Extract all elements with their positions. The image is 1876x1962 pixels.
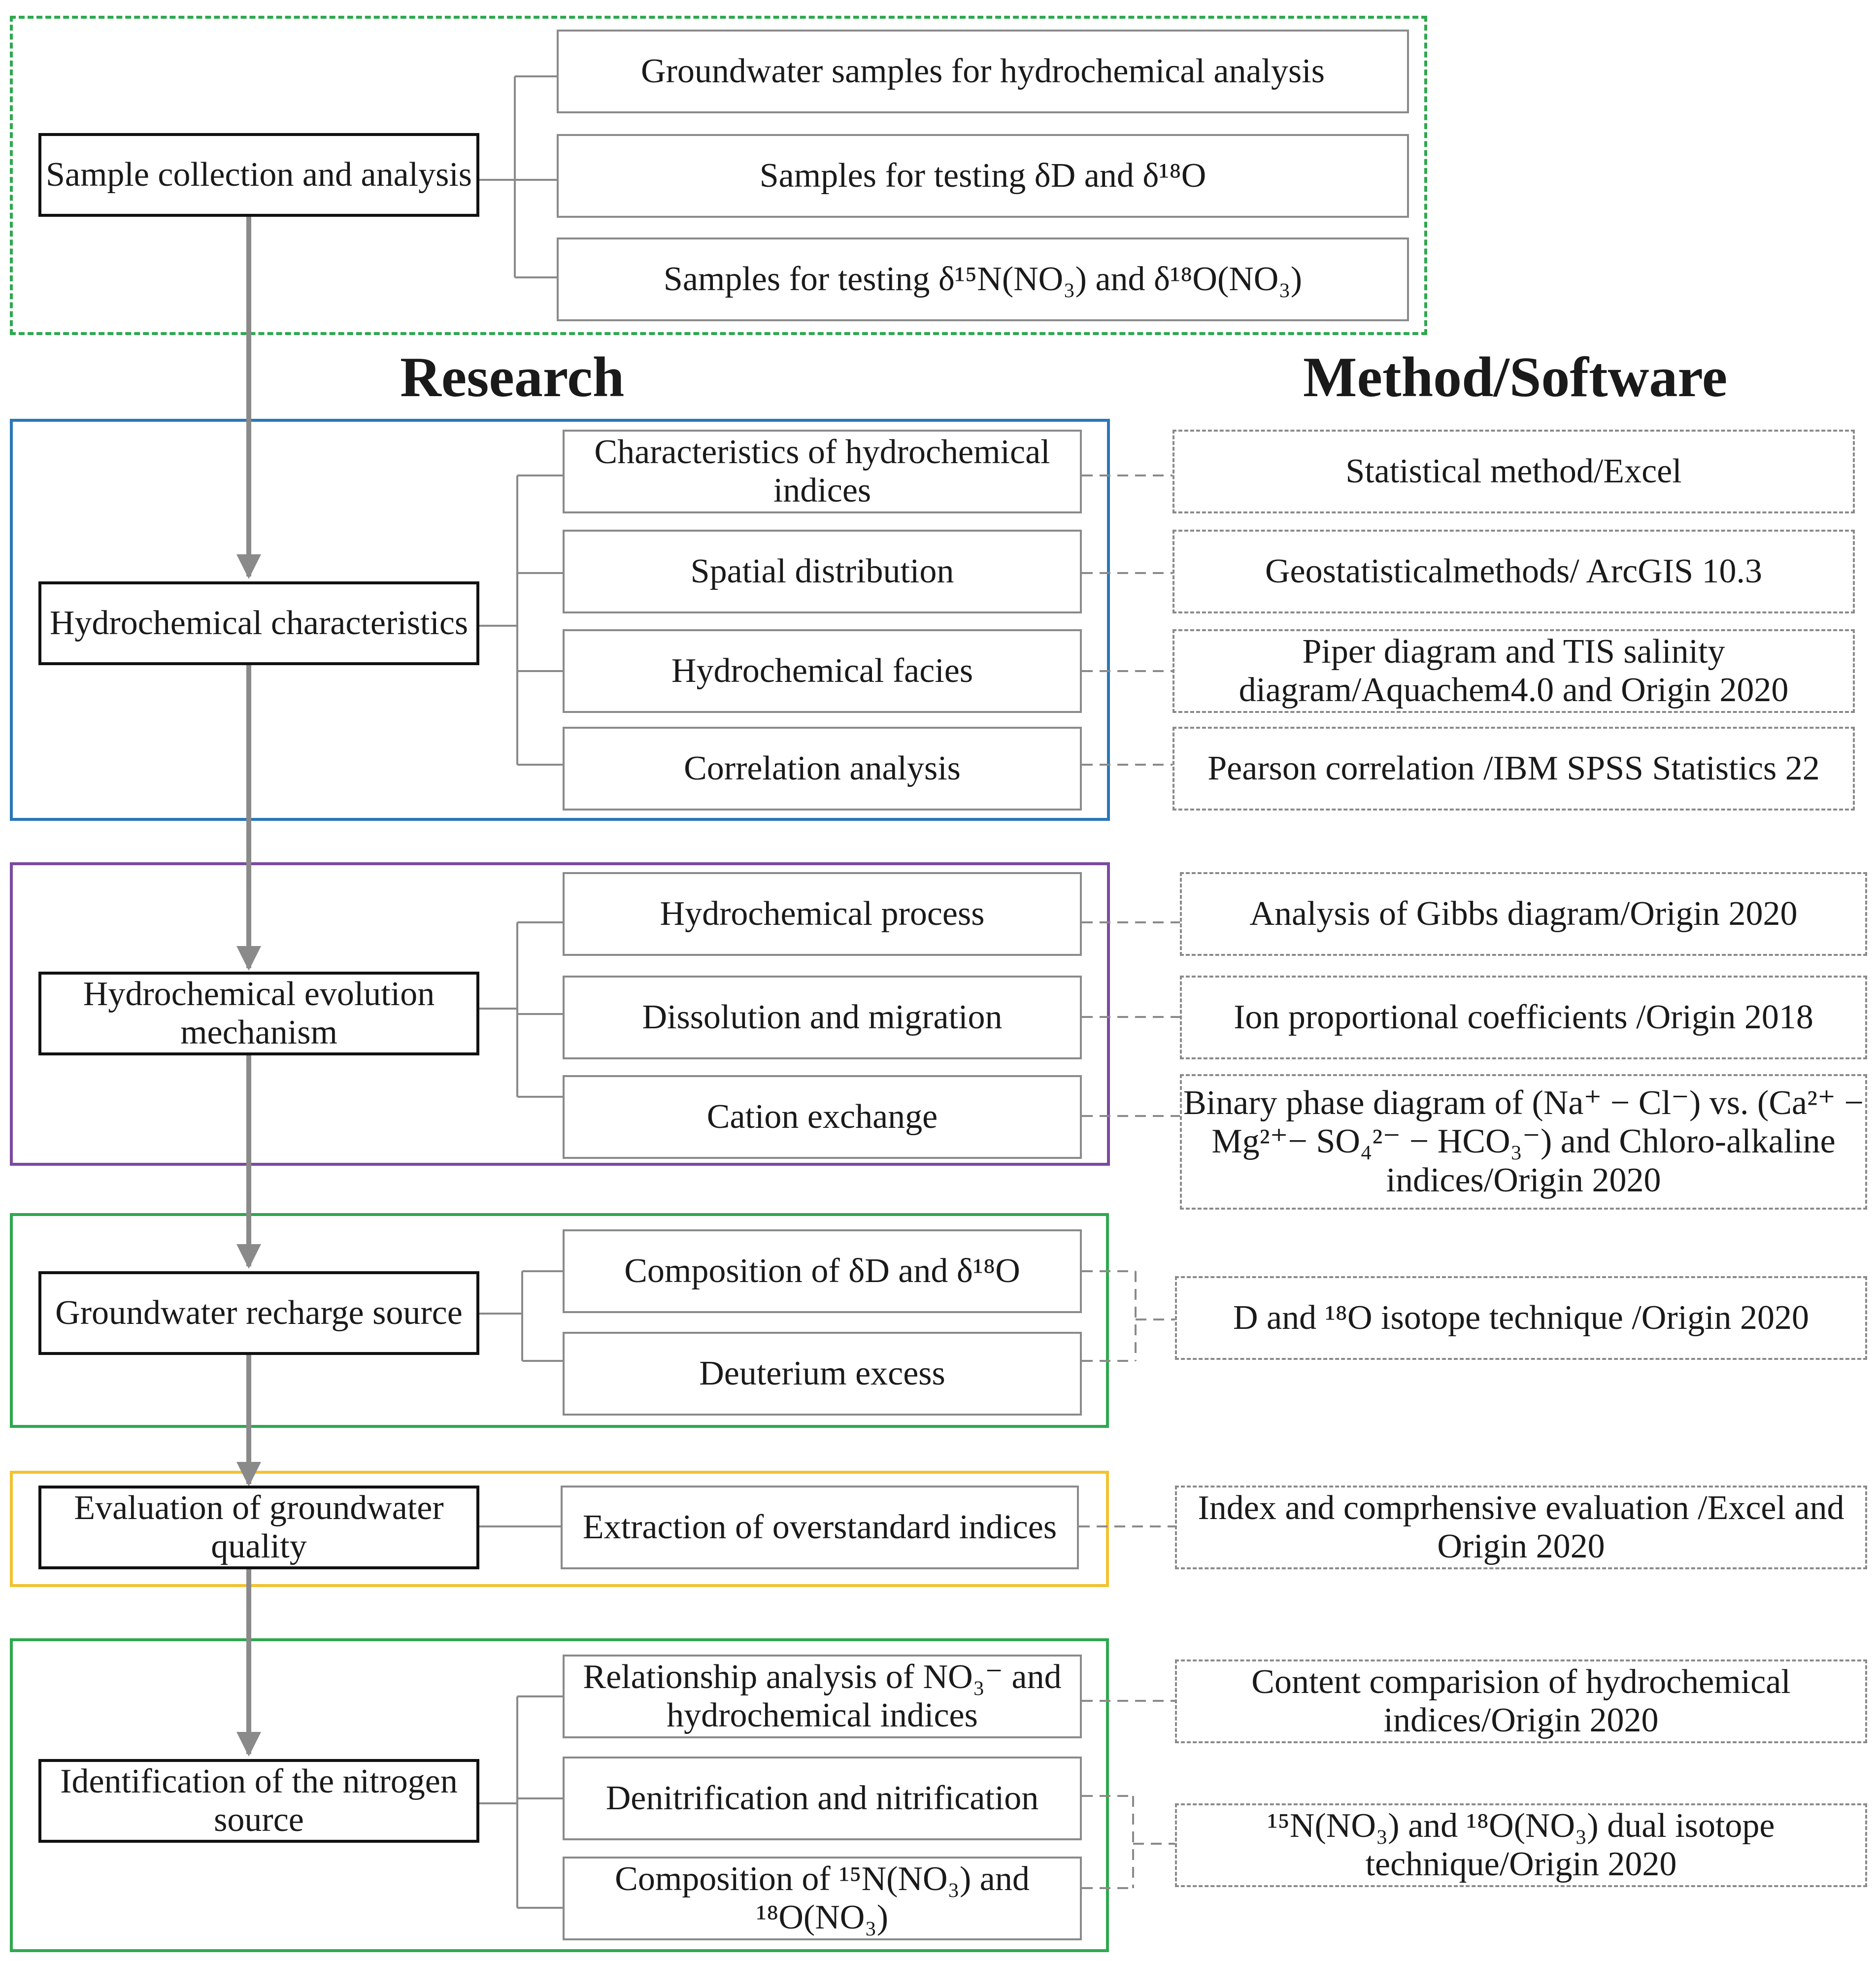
method-dual-isotope[interactable]: ¹⁵N(NO₃) and ¹⁸O(NO₃) dual isotope techn… (1175, 1803, 1867, 1887)
method-pearson-spss[interactable]: Pearson correlation /IBM SPSS Statistics… (1172, 727, 1855, 811)
recharge-item-dd-d18o-composition[interactable]: Composition of δD and δ¹⁸O (563, 1229, 1082, 1313)
main-step-nitrogen-source[interactable]: Identification of the nitrogen source (38, 1759, 479, 1843)
method-binary-phase-diagram[interactable]: Binary phase diagram of (Na⁺ − Cl⁻) vs. … (1180, 1074, 1867, 1210)
method-piper-tis[interactable]: Piper diagram and TIS salinity diagram/A… (1172, 629, 1855, 713)
main-step-hydrochemical-characteristics[interactable]: Hydrochemical characteristics (38, 581, 479, 665)
recharge-group-frame (10, 1213, 1109, 1428)
method-d-18o-isotope[interactable]: D and ¹⁸O isotope technique /Origin 2020 (1175, 1276, 1867, 1360)
evolution-item-cation-exchange[interactable]: Cation exchange (563, 1075, 1082, 1159)
method-statistical-excel[interactable]: Statistical method/Excel (1172, 430, 1855, 513)
research-heading: Research (400, 346, 625, 409)
method-geostatistical-arcgis[interactable]: Geostatisticalmethods/ ArcGIS 10.3 (1172, 530, 1855, 613)
main-step-sample-collection[interactable]: Sample collection and analysis (38, 133, 479, 217)
method-gibbs-diagram[interactable]: Analysis of Gibbs diagram/Origin 2020 (1180, 872, 1867, 956)
characteristics-item-indices[interactable]: Characteristics of hydrochemical indices (563, 430, 1082, 513)
main-step-groundwater-quality[interactable]: Evaluation of groundwater quality (38, 1486, 479, 1569)
sampling-item-hydrochemical[interactable]: Groundwater samples for hydrochemical an… (557, 30, 1409, 113)
main-step-recharge-source[interactable]: Groundwater recharge source (38, 1271, 479, 1355)
method-index-evaluation[interactable]: Index and comprhensive evaluation /Excel… (1175, 1486, 1867, 1569)
characteristics-group-frame (10, 419, 1110, 821)
sampling-item-nitrate-isotopes[interactable]: Samples for testing δ¹⁵N(NO₃) and δ¹⁸O(N… (557, 237, 1409, 321)
evolution-group-frame (10, 862, 1110, 1166)
evolution-item-process[interactable]: Hydrochemical process (563, 872, 1082, 956)
main-step-evolution-mechanism[interactable]: Hydrochemical evolution mechanism (38, 972, 479, 1055)
method-ion-coefficients[interactable]: Ion proportional coefficients /Origin 20… (1180, 976, 1867, 1059)
recharge-item-deuterium-excess[interactable]: Deuterium excess (563, 1332, 1082, 1416)
nitrogen-item-no3-relationship[interactable]: Relationship analysis of NO₃⁻ and hydroc… (563, 1655, 1082, 1738)
evolution-item-dissolution[interactable]: Dissolution and migration (563, 976, 1082, 1059)
sampling-item-dd-d18o[interactable]: Samples for testing δD and δ¹⁸O (557, 134, 1409, 218)
nitrogen-item-nitrate-composition[interactable]: Composition of ¹⁵N(NO₃) and ¹⁸O(NO₃) (563, 1857, 1082, 1940)
quality-item-overstandard[interactable]: Extraction of overstandard indices (561, 1486, 1079, 1569)
nitrogen-item-denitrification[interactable]: Denitrification and nitrification (563, 1757, 1082, 1840)
method-content-comparison[interactable]: Content comparision of hydrochemical ind… (1175, 1659, 1867, 1743)
sampling-group-frame (10, 16, 1427, 335)
characteristics-item-correlation[interactable]: Correlation analysis (563, 727, 1082, 811)
method-software-heading: Method/Software (1303, 346, 1728, 409)
characteristics-item-spatial-distribution[interactable]: Spatial distribution (563, 530, 1082, 613)
characteristics-item-facies[interactable]: Hydrochemical facies (563, 629, 1082, 713)
quality-group-frame (10, 1471, 1109, 1587)
